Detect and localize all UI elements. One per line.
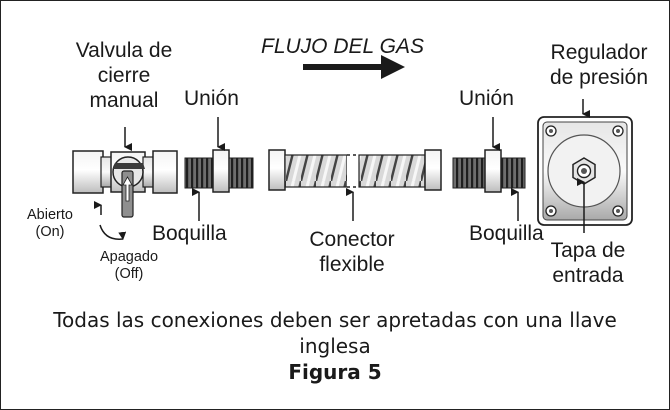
flexible-connector [268,149,442,191]
pressure-regulator [537,116,633,226]
connector-label: Conector flexible [309,228,395,276]
flow-label: FLUJO DEL GAS [261,35,424,58]
inlet-cap-label: Tapa de entrada [550,239,626,287]
leader-arrows [94,99,590,240]
shutoff-valve [72,150,178,218]
regulator-label: Regulador de presión [549,41,649,89]
open-position-label: Abierto (On) [27,207,73,241]
closed-position-label: Apagado (Off) [99,249,159,283]
caption-text: Todas las conexiones deben ser apretadas… [53,308,617,358]
flow-arrow [303,55,405,79]
union-left-label: Unión [184,87,239,110]
nozzle-left-label: Boquilla [152,222,227,245]
figure-number: Figura 5 [288,360,382,384]
nozzle-right [452,149,526,193]
union-right-label: Unión [459,87,514,110]
valve-label: Valvula de cierre manual [75,39,173,112]
nozzle-left [184,149,254,193]
nozzle-right-label: Boquilla [469,222,544,245]
